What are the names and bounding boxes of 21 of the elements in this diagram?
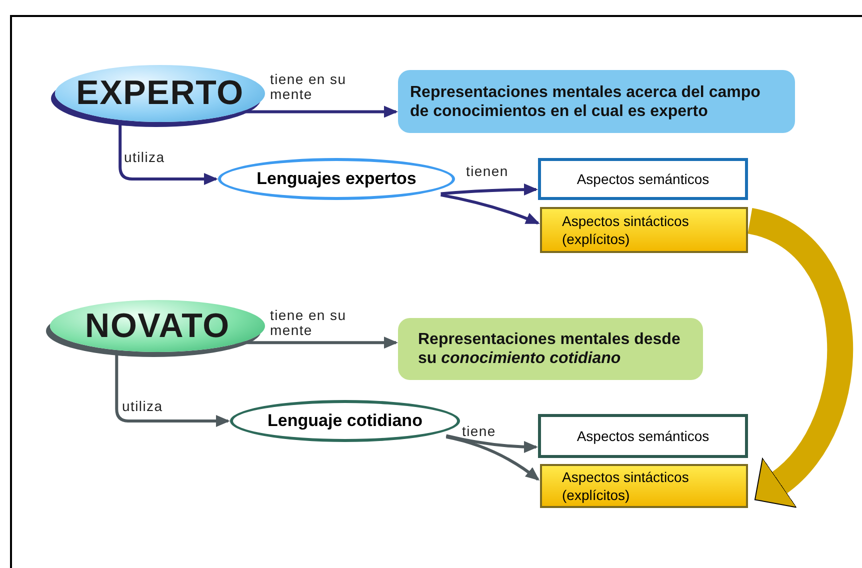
oval-node: Lenguaje cotidiano <box>230 400 460 442</box>
oval-node: Lenguajes expertos <box>218 158 455 200</box>
edge-label: tienen <box>466 164 510 179</box>
concept-box: Aspectos sintácticos (explícitos) <box>540 207 748 253</box>
concept-box: Representaciones mentales desde su conocimiento cotidiano <box>398 318 703 380</box>
edge-label: utiliza <box>124 150 166 165</box>
concept-box: Aspectos sintácticos (explícitos) <box>540 464 748 508</box>
concept-box: Representaciones mentales acerca del campo de conocimientos en el cual es experto <box>398 70 795 133</box>
arrow <box>446 434 538 453</box>
concept-box: Aspectos semánticos <box>538 158 748 200</box>
concept-box: Aspectos semánticos <box>538 414 748 458</box>
edge-label: tiene en su mente <box>270 308 348 338</box>
edge-label: tiene en su mente <box>270 72 348 102</box>
arrow <box>440 193 540 224</box>
arrow <box>440 184 538 196</box>
oval-node: EXPERTO <box>55 65 265 122</box>
oval-node: NOVATO <box>50 300 265 352</box>
arrow <box>446 436 540 481</box>
curved-arrow <box>746 208 853 506</box>
edge-label: tiene <box>462 424 497 439</box>
edge-label: utiliza <box>122 399 164 414</box>
